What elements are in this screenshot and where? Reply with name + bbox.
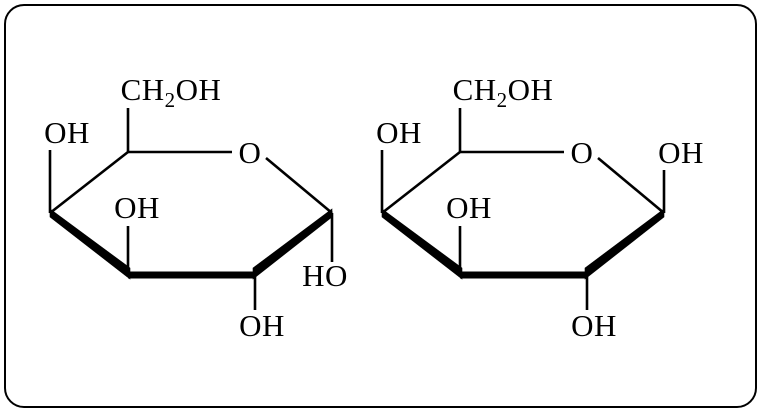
wedge-bond-c4-to-c3	[381, 208, 463, 280]
label-c2-hydroxyl: OH	[571, 308, 617, 343]
wedge-bond-c2-to-c1	[584, 208, 665, 280]
label-c6-hydroxymethyl: CH2OH	[453, 72, 554, 112]
bond-c5-to-c4	[381, 150, 461, 215]
figure-border	[4, 4, 757, 408]
label-c4-hydroxyl: OH	[376, 115, 422, 150]
label-c3-hydroxyl: OH	[446, 190, 492, 225]
label-c1-anomeric-hydroxyl: HO	[302, 258, 348, 293]
wedge-bond-c4-to-c3	[49, 208, 131, 280]
label-ring-oxygen: O	[239, 135, 262, 170]
label-c2-hydroxyl: OH	[239, 308, 285, 343]
structure-alpha-d-glucopyranose: CH2OH OH O OH HO OH	[44, 72, 348, 343]
bond-ring-oxygen-to-c1	[597, 157, 665, 214]
label-c1-anomeric-hydroxyl: OH	[658, 135, 704, 170]
label-c3-hydroxyl: OH	[114, 190, 160, 225]
label-c4-hydroxyl: OH	[44, 115, 90, 150]
label-c6-hydroxymethyl: CH2OH	[121, 72, 222, 112]
bond-ring-oxygen-to-c1	[265, 157, 333, 214]
label-ring-oxygen: O	[571, 135, 594, 170]
structure-beta-d-glucopyranose: CH2OH OH O OH OH OH	[376, 72, 704, 343]
bond-c5-to-c4	[49, 150, 129, 215]
